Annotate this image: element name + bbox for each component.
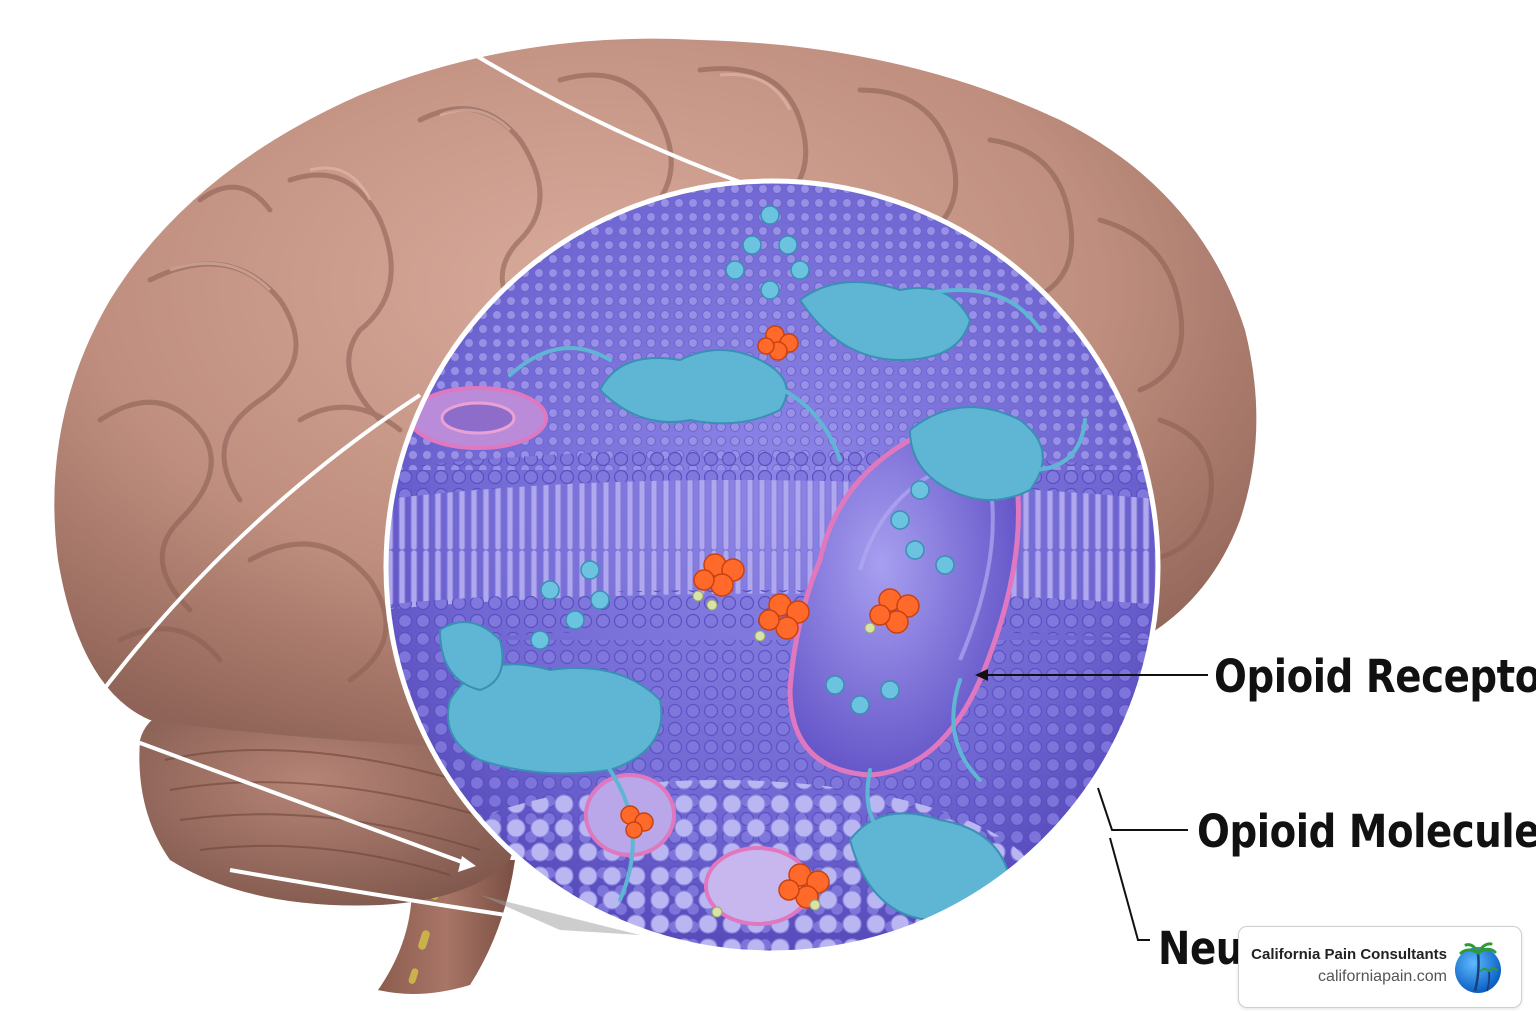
brand-name: California Pain Consultants [1251,946,1447,963]
molecule-pointer [1097,787,1188,831]
receptor-proteins [438,281,1044,922]
label-pointers [985,674,1208,941]
brand-watermark: California Pain Consultants californiapa… [1238,926,1522,1008]
cerebellum-folia [164,749,496,876]
label-opioid-molecule: Opioid Molecule [1197,805,1536,858]
brain-gyri [97,66,1214,683]
zoom-circle [386,181,1158,953]
palm-tree-globe-icon [1455,942,1501,993]
callout-arrowhead [458,856,476,872]
brand-url: californiapain.com [1318,968,1447,985]
zoom-circle-border [383,178,1161,956]
neuron-pointer [1109,837,1150,941]
receptor-pointer-arrowhead [975,669,988,681]
callout-shadow [480,895,640,935]
opioid-molecules [620,325,920,909]
molecule-stems [692,590,876,918]
protein-beads [530,205,955,715]
brain-highlights [169,72,792,292]
label-opioid-receptor: Opioid Receptor [1214,650,1536,703]
